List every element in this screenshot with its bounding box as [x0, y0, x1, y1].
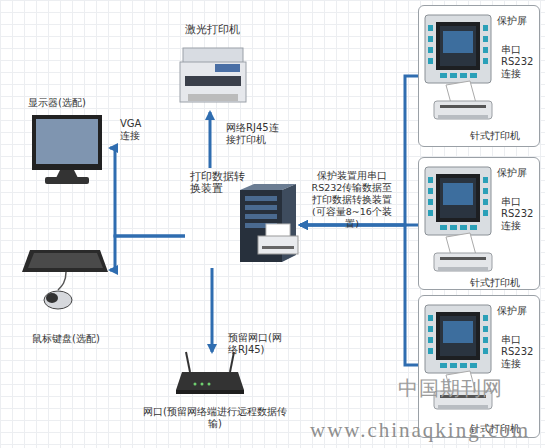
monitor-icon — [32, 115, 102, 184]
watermark: 中国期刊网 — [398, 376, 528, 400]
node-note: 串口RS232连接 — [501, 44, 533, 80]
node-title: 针式打印机 — [470, 277, 532, 289]
laser-printer-icon — [180, 48, 246, 102]
connector-arrow — [209, 112, 212, 168]
edge-label: 预留网口(网络RJ45) — [228, 332, 290, 356]
protection-screen-group: 针式打印机 保护屏串口RS232连接 — [418, 5, 540, 147]
node-note: 串口RS232连接 — [501, 334, 533, 370]
laser-printer-icon — [180, 62, 246, 102]
dot-printer: 针式打印机 — [426, 86, 536, 144]
panel-backgrounds — [418, 295, 540, 438]
edge-label: 网络RJ45连接打印机 — [226, 122, 284, 146]
node-title: 打印数据转换装置 — [190, 171, 252, 195]
protection-panels — [425, 15, 491, 83]
protection-panels — [425, 167, 491, 235]
panel-backgrounds — [418, 157, 540, 290]
dot-matrix-printers — [434, 233, 492, 271]
router-icon — [176, 372, 244, 390]
keyboard-icon — [22, 250, 108, 272]
laser-printer-icon — [188, 94, 238, 101]
router-icon — [201, 383, 204, 386]
connector-arrow — [300, 224, 418, 227]
keyboard-mouse: 鼠标键盘(选配) — [20, 245, 110, 350]
watermark-url: www.chinaqking.com — [310, 418, 545, 443]
dot-matrix-printers — [434, 81, 492, 119]
monitor-icon — [32, 115, 102, 170]
router-icon — [194, 383, 197, 386]
node-title: 针式打印机 — [470, 130, 532, 142]
connector-arrow — [300, 225, 418, 365]
server-icon — [245, 196, 277, 201]
dot-printer: 针式打印机 — [426, 234, 536, 289]
edge-label: 保护装置用串口RS232传输数据至打印数据转换装置(可容量8~16个装置) — [307, 170, 397, 230]
node-title: 激光打印机 — [172, 24, 252, 36]
network-port: 网口(预留网络端进行远程数据传输) — [140, 352, 290, 432]
protection-screen-group: 针式打印机保护屏串口RS232连接 — [418, 295, 540, 438]
connector-arrow — [211, 268, 214, 352]
server-icon — [245, 214, 277, 219]
panel-backgrounds — [418, 5, 540, 438]
protection-panels — [425, 15, 491, 373]
laser-printer: 激光打印机 — [172, 22, 252, 112]
monitor: 显示器(选配) — [20, 95, 110, 190]
keyboard-icon — [44, 291, 72, 309]
node-title: 保护屏 — [497, 305, 537, 317]
node-note: 串口RS232连接 — [501, 196, 533, 232]
connector-arrow — [110, 148, 185, 236]
node-title: 网口(预留网络端进行远程数据传输) — [140, 406, 290, 430]
server-icon — [240, 184, 298, 262]
laser-printer-icon — [215, 64, 240, 72]
node-title: 显示器(选配) — [28, 97, 110, 109]
protection-panels — [425, 305, 491, 373]
connector-arrow — [110, 236, 185, 270]
server-icon — [266, 224, 290, 237]
converter-device: 打印数据转换装置 — [185, 168, 300, 268]
monitor-icon — [56, 170, 78, 178]
keyboard-icon — [22, 250, 108, 309]
router-icon — [176, 390, 244, 394]
node-title: 保护屏 — [497, 15, 537, 27]
server-icon — [245, 205, 277, 210]
server-icon — [258, 236, 298, 254]
keyboard-icon — [58, 272, 66, 290]
keyboard-icon — [28, 253, 103, 268]
router-icon — [186, 352, 190, 372]
monitor-icon — [36, 119, 98, 164]
laser-printer-icon — [185, 76, 241, 86]
keyboard-icon — [46, 293, 58, 303]
server-icon — [262, 246, 294, 249]
router-icon — [208, 383, 211, 386]
protection-screen-group: 针式打印机 保护屏串口RS232连接 — [418, 157, 540, 290]
node-title: 保护屏 — [497, 167, 537, 179]
monitor-icon — [45, 177, 89, 184]
edge-label: VGA连接 — [120, 118, 144, 142]
router-icon — [176, 352, 244, 394]
panel-backgrounds — [418, 5, 540, 147]
node-title: 鼠标键盘(选配) — [32, 333, 110, 345]
